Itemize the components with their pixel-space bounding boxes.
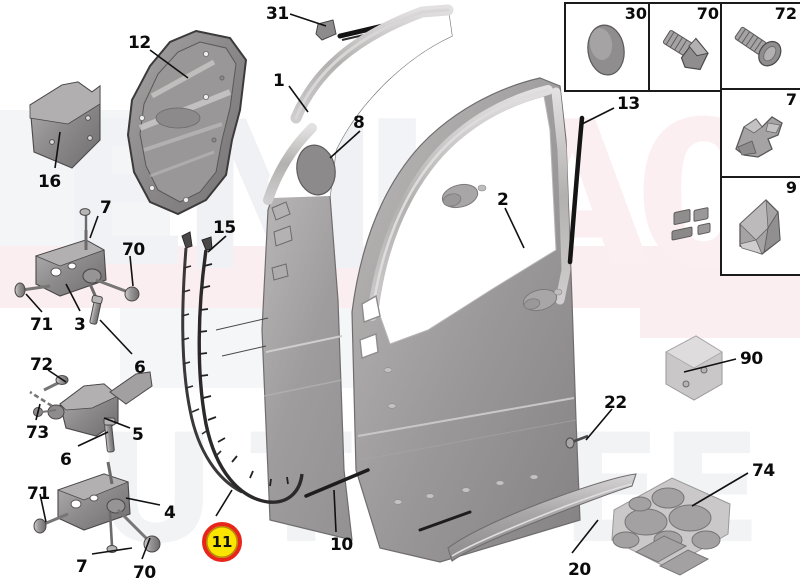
inset-box-70[interactable]: 70 xyxy=(648,2,724,92)
part-lower-door-hinge xyxy=(33,461,161,553)
part-door-wiring-harness xyxy=(181,231,243,494)
inset-box-30[interactable]: 30 xyxy=(564,2,652,92)
collar-screw-icon xyxy=(734,26,782,67)
callout-70-upper: 70 xyxy=(122,240,145,260)
part-wiring-connector-kit xyxy=(665,207,723,401)
inset-box-label: 72 xyxy=(774,4,797,23)
callout-74: 74 xyxy=(752,461,775,481)
callout-20: 20 xyxy=(568,560,591,580)
highlighted-callout-label: 11 xyxy=(211,533,233,551)
callout-2: 2 xyxy=(497,190,509,210)
part-side-protective-moulding xyxy=(447,473,637,562)
corner-wedge-icon xyxy=(739,199,781,255)
callout-90: 90 xyxy=(740,349,763,369)
callout-22: 22 xyxy=(604,393,627,413)
inset-box-7[interactable]: 7 xyxy=(720,88,800,180)
callout-31: 31 xyxy=(266,4,289,24)
inset-box-label: 7 xyxy=(785,90,797,109)
part-upper-door-hinge xyxy=(14,208,140,325)
callout-12: 12 xyxy=(128,33,151,53)
callout-71-lower: 71 xyxy=(27,484,50,504)
callout-70-lower: 70 xyxy=(133,563,156,581)
inset-box-label: 30 xyxy=(624,4,647,23)
callout-5: 5 xyxy=(132,425,144,445)
callout-10: 10 xyxy=(330,535,353,555)
callout-6-upper: 6 xyxy=(134,358,146,378)
callout-6-lower: 6 xyxy=(60,450,72,470)
part-window-frame-trim-strip xyxy=(567,115,585,265)
part-door-edge-trim-rod xyxy=(304,468,370,498)
part-door-check-strap xyxy=(29,371,153,453)
retaining-clip-icon xyxy=(735,116,783,158)
callout-72: 72 xyxy=(30,355,53,375)
highlighted-callout-11[interactable]: 11 xyxy=(202,522,242,562)
callout-7-upper: 7 xyxy=(100,198,112,218)
watermark-block-right xyxy=(640,268,800,338)
callout-16: 16 xyxy=(38,172,61,192)
part-door-edge-trim-rod-secondary xyxy=(418,510,472,532)
inset-box-label: 9 xyxy=(785,178,797,197)
callout-7-lower: 7 xyxy=(76,557,88,577)
callout-71-upper: 71 xyxy=(30,315,53,335)
callout-15: 15 xyxy=(213,218,236,238)
inset-box-72[interactable]: 72 xyxy=(720,2,800,92)
callout-1: 1 xyxy=(273,71,285,91)
part-door-weatherstrip-seal xyxy=(197,236,304,504)
part-speaker-blanking-plug xyxy=(296,144,336,196)
leader-line-group xyxy=(25,13,749,560)
grommet-cap-icon xyxy=(587,24,625,76)
part-door-water-shield-membrane xyxy=(126,29,248,216)
part-door-lock-actuator xyxy=(29,81,101,169)
inset-box-9[interactable]: 9 xyxy=(720,176,800,276)
part-moulding-retaining-clip xyxy=(565,434,589,449)
callout-8: 8 xyxy=(353,113,365,133)
callout-13: 13 xyxy=(617,94,640,114)
inset-box-label: 70 xyxy=(696,4,719,23)
part-plug-and-grommet-kit xyxy=(611,477,731,576)
callout-3: 3 xyxy=(74,315,86,335)
flange-bolt-icon xyxy=(662,30,709,71)
part-front-door-inner-shell xyxy=(351,77,581,563)
callout-4: 4 xyxy=(164,503,176,523)
callout-73: 73 xyxy=(26,423,49,443)
